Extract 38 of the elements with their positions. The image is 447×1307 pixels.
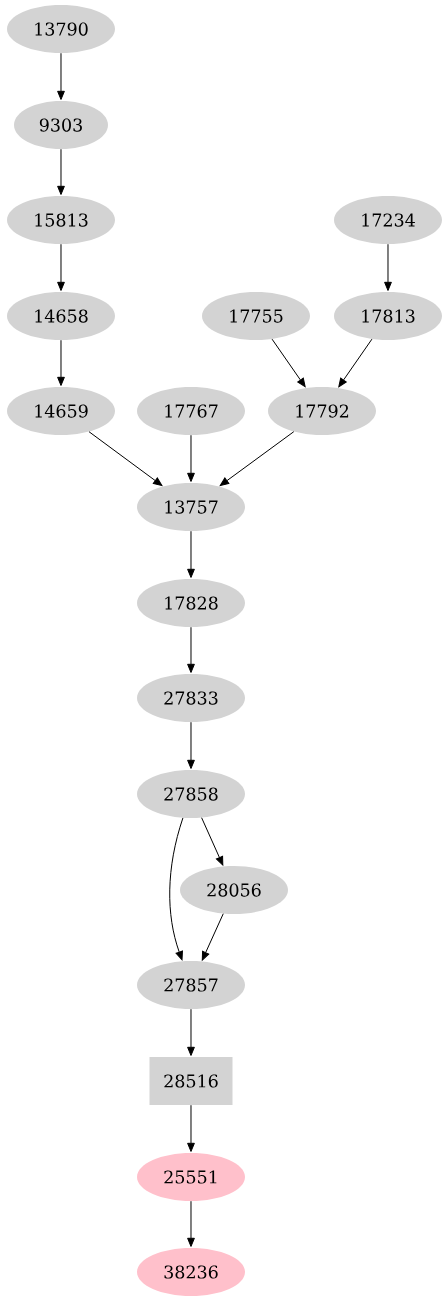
arrow <box>338 338 373 388</box>
ellipse-node: 15813 <box>7 196 115 244</box>
arrow <box>187 530 195 578</box>
ellipse-node: 17792 <box>268 387 376 435</box>
ellipse-node: 17755 <box>202 292 310 340</box>
arrow <box>187 434 195 482</box>
ellipse-node: 27857 <box>137 961 245 1009</box>
arrow <box>88 431 163 486</box>
ellipse-node: 27858 <box>137 770 245 818</box>
ellipse-node: 13790 <box>7 5 115 53</box>
arrow <box>169 817 184 961</box>
arrow <box>187 1104 195 1152</box>
ellipse-node: 13757 <box>137 483 245 531</box>
arrow <box>201 817 224 866</box>
arrow <box>57 243 65 291</box>
ellipse-node: 17813 <box>334 292 442 340</box>
arrow <box>187 1200 195 1247</box>
arrow <box>187 1008 195 1056</box>
ellipse-node: 14658 <box>7 292 115 340</box>
arrow <box>57 52 65 100</box>
arrow <box>187 721 195 769</box>
arrow <box>57 339 65 386</box>
arrow <box>57 148 65 195</box>
arrow <box>271 338 306 388</box>
ellipse-node: 17767 <box>137 387 245 435</box>
arrow <box>219 431 295 487</box>
ellipse-node: 14659 <box>7 387 115 435</box>
box-node: 28516 <box>149 1057 233 1105</box>
ellipse-node: 38236 <box>137 1248 245 1296</box>
ellipse-node: 25551 <box>137 1153 245 1201</box>
ellipse-node: 9303 <box>14 101 108 149</box>
arrow <box>201 913 224 961</box>
arrow <box>187 626 195 673</box>
ellipse-node: 17828 <box>137 579 245 627</box>
arrow <box>384 243 392 291</box>
ellipse-node: 28056 <box>180 866 288 914</box>
ellipse-node: 17234 <box>334 196 442 244</box>
ellipse-node: 27833 <box>137 674 245 722</box>
